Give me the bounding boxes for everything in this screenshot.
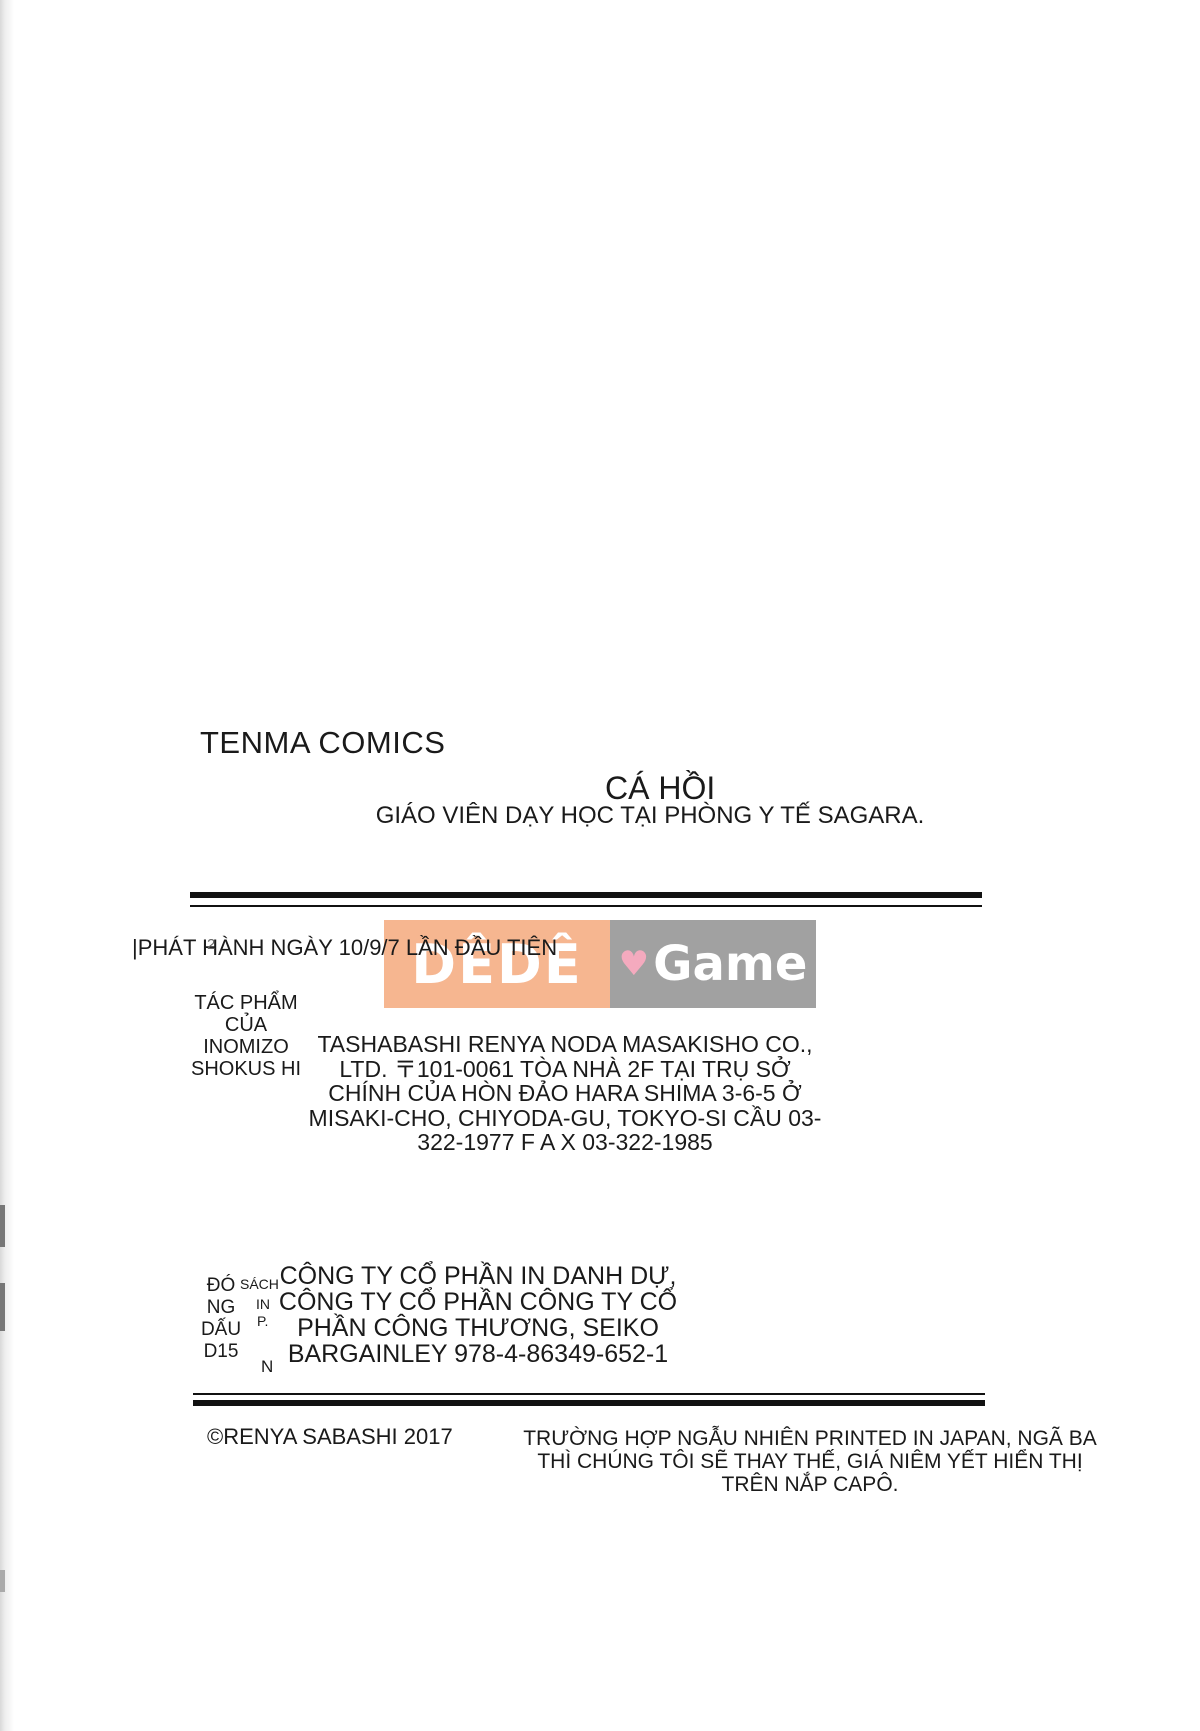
publisher-brand: TENMA COMICS [200, 725, 446, 760]
divider-bottom-thin [193, 1393, 985, 1395]
page-edge-mark [0, 1570, 5, 1592]
issue-overlap-digit: 2 [207, 936, 216, 953]
watermark-game-text: Game [653, 936, 808, 992]
divider-bottom-thick [193, 1400, 985, 1406]
printing-small-label: P. [257, 1313, 269, 1329]
watermark-right: ♥ Game [610, 920, 816, 1008]
page-edge-mark [0, 1205, 5, 1247]
book-subtitle: GIÁO VIÊN DẠY HỌC TẠI PHÒNG Y TẾ SAGARA. [375, 802, 925, 829]
page-edge-mark [0, 1283, 5, 1331]
divider-top-thin [190, 905, 982, 907]
printing-small-label: IN [256, 1296, 270, 1312]
copyright: ©RENYA SABASHI 2017 [207, 1424, 453, 1449]
printing-small-label: SÁCH [240, 1276, 279, 1292]
watermark-left: DÊDÊ [384, 920, 610, 1008]
printing-small-label: N [261, 1357, 274, 1376]
printed-notice: TRƯỜNG HỢP NGẪU NHIÊN PRINTED IN JAPAN, … [523, 1427, 1097, 1496]
printing-label: ĐÓ NG DẤU D15 [200, 1275, 242, 1362]
author-label: TÁC PHẨM CỦA INOMIZO SHOKUS HI [190, 992, 302, 1080]
watermark-logo: DÊDÊ ♥ Game [384, 920, 816, 1008]
heart-icon: ♥ [618, 944, 650, 984]
issue-date: |PHÁT HÀNH NGÀY 10/9/7 LẦN ĐẦU TIÊN [132, 935, 558, 960]
book-title: CÁ HỒI [605, 770, 716, 806]
printing-info: CÔNG TY CỔ PHẦN IN DANH DỰ, CÔNG TY CỔ P… [278, 1262, 678, 1368]
divider-top-thick [190, 892, 982, 898]
publisher-info: TASHABASHI RENYA NODA MASAKISHO CO., LTD… [308, 1031, 822, 1155]
page-edge-shadow [0, 0, 14, 1731]
